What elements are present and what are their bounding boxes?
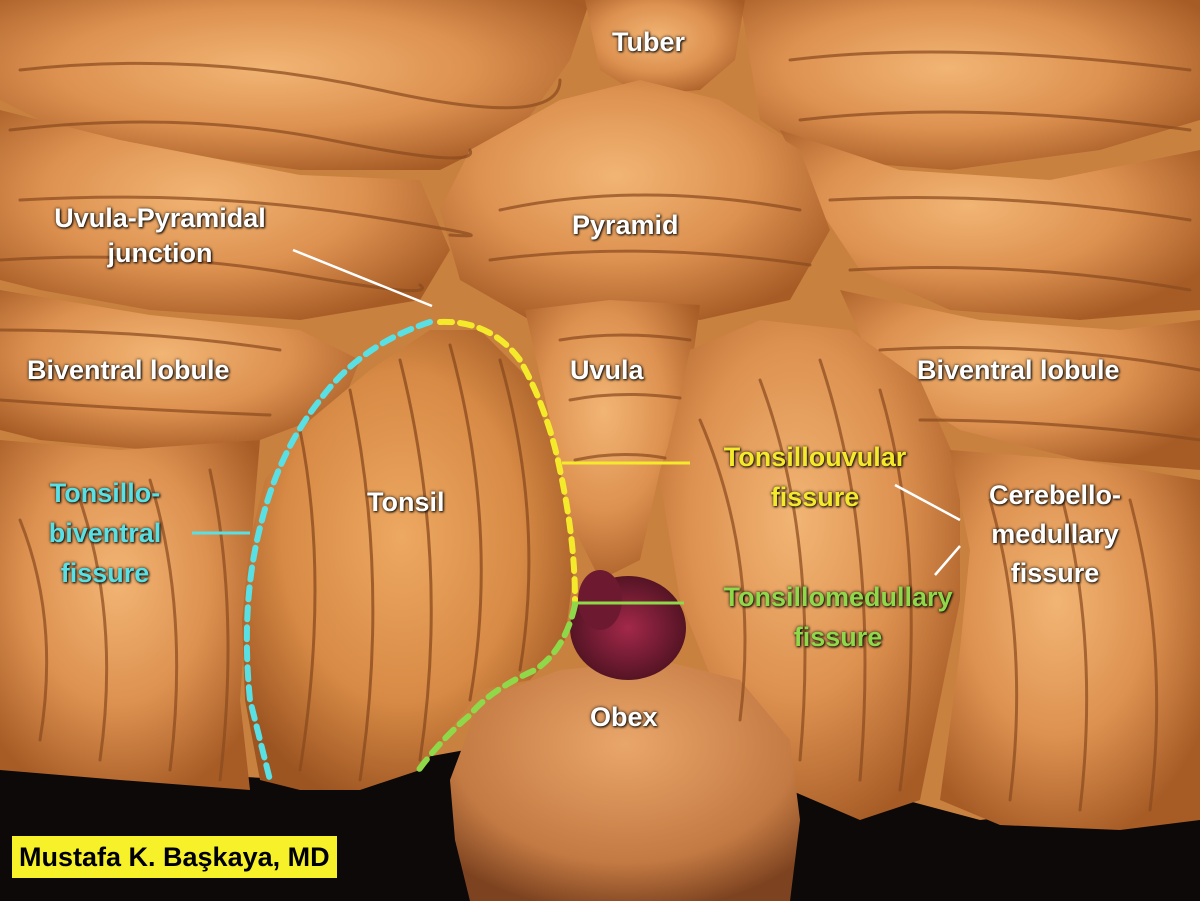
- label-uvula: Uvula: [570, 355, 644, 385]
- label-pyramid: Pyramid: [572, 210, 679, 240]
- tonsillomedullary-fissure-line: [412, 602, 578, 778]
- label-tonsil: Tonsil: [367, 487, 445, 517]
- cerebellomedullary-pointer-1: [894, 483, 961, 522]
- label-biventral-lobule-left: Biventral lobule: [27, 355, 230, 385]
- label-tuber: Tuber: [612, 27, 685, 57]
- label-tonsillobiventral-line2: biventral: [48, 518, 162, 548]
- tonsillobiventral-fissure-line: [243, 319, 433, 783]
- label-cerebellomedullary-line3: fissure: [1010, 558, 1100, 588]
- label-tonsillobiventral-line3: fissure: [60, 558, 150, 588]
- label-biventral-lobule-right: Biventral lobule: [917, 355, 1120, 385]
- label-uvula-pyramidal-line1: Uvula-Pyramidal: [54, 203, 266, 233]
- label-uvula-pyramidal-line2: junction: [107, 238, 213, 268]
- label-tonsillouvular-line2: fissure: [770, 482, 860, 512]
- label-tonsillouvular-line1: Tonsillouvular: [723, 442, 907, 472]
- uvula-pyramidal-pointer: [292, 248, 433, 308]
- author-credit: Mustafa K. Başkaya, MD: [12, 836, 337, 878]
- label-cerebellomedullary-line2: medullary: [991, 519, 1119, 549]
- label-tonsillobiventral-line1: Tonsillo-: [49, 478, 161, 508]
- label-tonsillomedullary-line2: fissure: [793, 622, 883, 652]
- tonsillouvular-fissure-line: [437, 318, 578, 603]
- label-tonsillomedullary-line1: Tonsillomedullary: [723, 582, 953, 612]
- cerebellomedullary-pointer-2: [934, 545, 961, 576]
- label-obex: Obex: [590, 702, 658, 732]
- label-cerebellomedullary-line1: Cerebello-: [988, 480, 1122, 510]
